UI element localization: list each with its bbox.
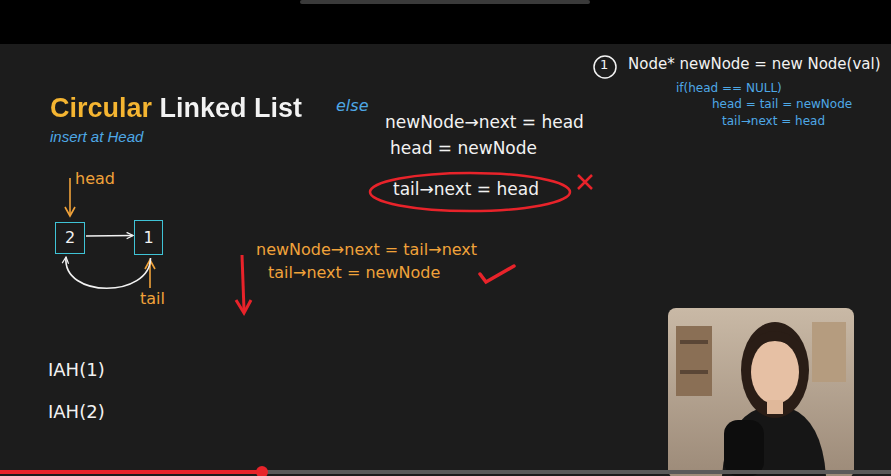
board-note: tail→next = head xyxy=(722,115,825,129)
strike-ellipse xyxy=(370,173,570,211)
title: Circular Linked List xyxy=(50,93,302,124)
board-note: newNode→next = tail→next xyxy=(256,241,477,259)
top-bar xyxy=(0,0,891,44)
node-value: 2 xyxy=(65,230,75,246)
board-note: IAH(2) xyxy=(48,402,105,423)
subtitle: insert at Head xyxy=(50,128,143,145)
pointer-arrow xyxy=(86,235,133,237)
progress-fill xyxy=(0,470,262,474)
list-node: 1 xyxy=(134,220,163,255)
node-value: 1 xyxy=(143,230,153,246)
board-note: else xyxy=(336,97,368,115)
board-note: head xyxy=(75,170,115,188)
head-pointer-head xyxy=(65,207,75,216)
board-note: Node* newNode = new Node(val) xyxy=(628,56,881,73)
board-note: tail→next = head xyxy=(393,180,539,200)
order-arrowhead xyxy=(236,300,251,313)
head-pointer xyxy=(69,178,71,214)
board-note: head = newNode xyxy=(390,139,537,159)
step-number: 1 xyxy=(600,58,608,73)
check-mark xyxy=(480,266,514,282)
progress-knob xyxy=(256,466,268,476)
webcam-inset xyxy=(668,308,854,476)
board-note: newNode→next = head xyxy=(385,113,584,133)
pointer-arrow xyxy=(66,257,151,288)
progress-track xyxy=(0,470,891,474)
board-note: IAH(1) xyxy=(48,360,105,381)
board-note: tail xyxy=(140,290,165,308)
top-tab xyxy=(300,0,590,4)
order-arrow xyxy=(242,255,244,310)
step-circle xyxy=(594,56,616,78)
board-note: head = tail = newNode xyxy=(712,98,852,112)
board-note: if(head == NULL) xyxy=(676,82,782,96)
list-node: 2 xyxy=(55,222,85,254)
cross-mark xyxy=(578,175,592,189)
board-note: tail→next = newNode xyxy=(268,264,440,282)
